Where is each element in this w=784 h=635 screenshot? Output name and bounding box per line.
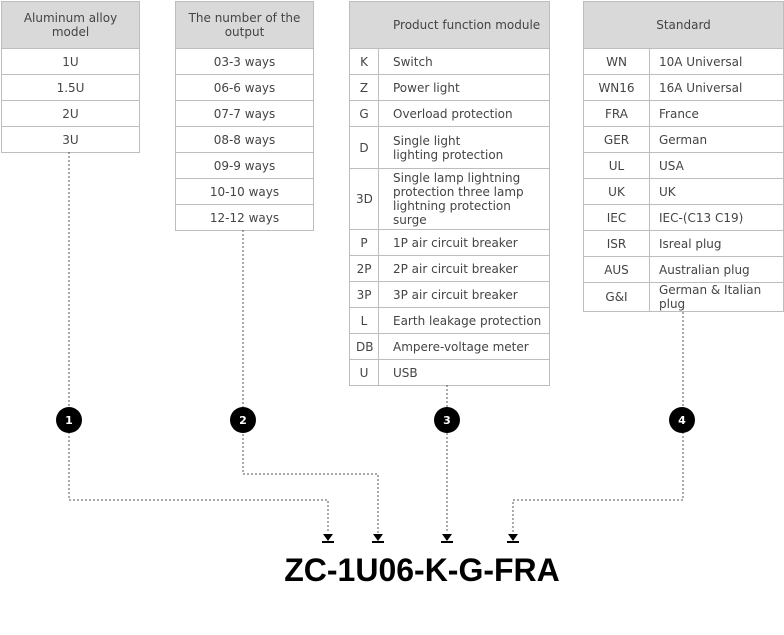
table-cell-code: WN16 <box>583 74 650 101</box>
step-badge: 2 <box>230 407 256 433</box>
table-cell-desc: Switch <box>378 48 550 75</box>
step-badge: 4 <box>669 407 695 433</box>
table-cell-code: 2P <box>349 255 379 282</box>
table-cell: 2U <box>1 100 140 127</box>
table-cell-desc: 16A Universal <box>649 74 784 101</box>
model-table: Aluminum alloy model 1U 1.5U 2U 3U <box>1 1 140 153</box>
table-cell-desc: Single lamp lightning protection three l… <box>378 168 550 230</box>
step-badge-label: 1 <box>65 414 73 427</box>
table-cell-desc: USB <box>378 359 550 386</box>
step-badge-label: 2 <box>239 414 247 427</box>
table-cell: 1U <box>1 48 140 75</box>
step-badge-label: 3 <box>443 414 451 427</box>
table-cell-desc: Ampere-voltage meter <box>378 333 550 360</box>
arrow-base <box>441 541 453 543</box>
arrow-down-icon <box>508 534 518 541</box>
connector-line-1 <box>68 152 329 533</box>
standard-table-header: Standard <box>583 1 784 49</box>
table-cell: 12-12 ways <box>175 204 314 231</box>
table-cell-desc: Earth leakage protection <box>378 307 550 334</box>
table-cell-code: 3D <box>349 168 379 230</box>
table-cell: 03-3 ways <box>175 48 314 75</box>
table-cell: 07-7 ways <box>175 100 314 127</box>
table-cell-desc: German <box>649 126 784 153</box>
table-cell-code: UK <box>583 178 650 205</box>
table-cell-desc: France <box>649 100 784 127</box>
table-cell-desc: 1P air circuit breaker <box>378 229 550 256</box>
step-badge: 1 <box>56 407 82 433</box>
arrow-down-icon <box>442 534 452 541</box>
arrow-down-icon <box>323 534 333 541</box>
table-cell-code: FRA <box>583 100 650 127</box>
table-cell-code: ISR <box>583 230 650 257</box>
step-badge-label: 4 <box>678 414 686 427</box>
arrow-base <box>322 541 334 543</box>
model-code-example: ZC-1U06-K-G-FRA <box>284 552 560 588</box>
table-cell-code: K <box>349 48 379 75</box>
step-badge: 3 <box>434 407 460 433</box>
table-cell-desc: IEC-(C13 C19) <box>649 204 784 231</box>
output-count-table-header: The number of the output <box>175 1 314 49</box>
arrow-base <box>372 541 384 543</box>
table-cell-desc: German & Italian plug <box>649 282 784 312</box>
arrow-down-icon <box>373 534 383 541</box>
connector-line-2 <box>242 230 379 533</box>
connector-line-4 <box>512 308 684 533</box>
table-cell: 3U <box>1 126 140 153</box>
function-module-table-header: Product function module <box>349 1 550 49</box>
table-cell-code: GER <box>583 126 650 153</box>
table-cell-code: Z <box>349 74 379 101</box>
table-cell: 10-10 ways <box>175 178 314 205</box>
arrow-base <box>507 541 519 543</box>
table-cell-desc: 2P air circuit breaker <box>378 255 550 282</box>
output-count-table: The number of the output 03-3 ways 06-6 … <box>175 1 314 231</box>
model-table-header: Aluminum alloy model <box>1 1 140 49</box>
table-cell-code: UL <box>583 152 650 179</box>
